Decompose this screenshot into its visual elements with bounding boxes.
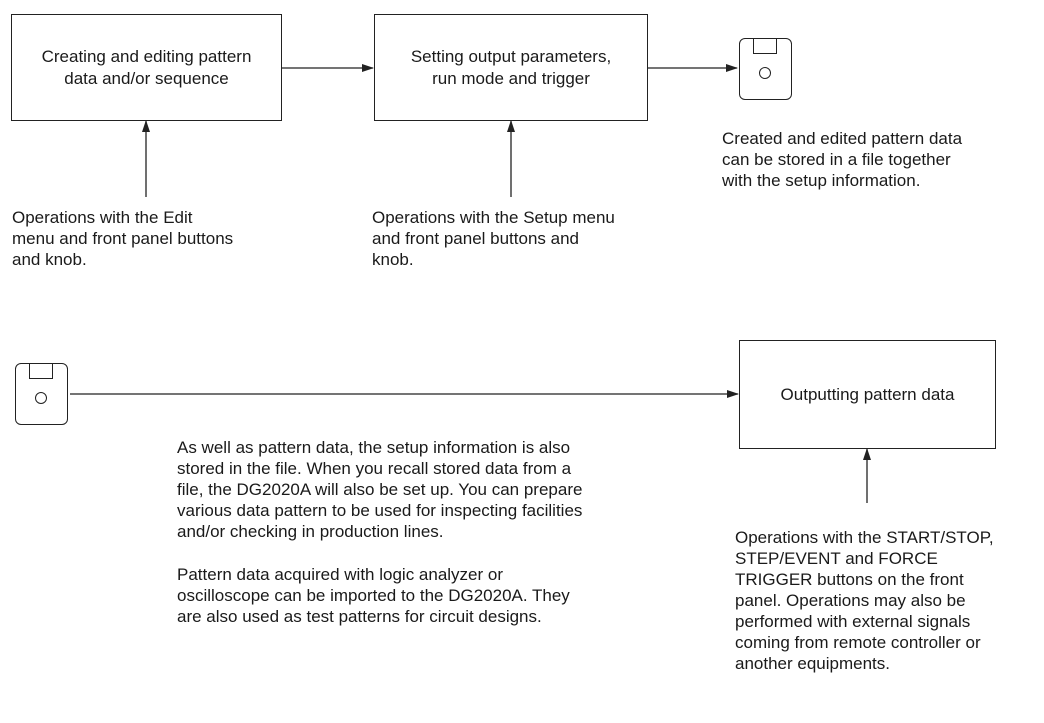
floppy-disk-icon [739, 37, 792, 100]
disk-hub [759, 67, 771, 79]
trigger-ops-note: Operations with the START/STOP, STEP/EVE… [735, 528, 994, 673]
store-file-note: Created and edited pattern data can be s… [722, 129, 963, 190]
setup-ops-note: Operations with the Setup menu and front… [372, 208, 615, 269]
output-box: Outputting pattern data [739, 340, 996, 449]
edit-ops-note: Operations with the Edit menu and front … [12, 208, 234, 269]
create-edit-label: Creating and editing pattern data and/or… [41, 46, 252, 88]
disk-shutter [753, 37, 777, 54]
floppy-disk-icon [15, 362, 68, 425]
import-note: Pattern data acquired with logic analyze… [177, 565, 570, 626]
recall-file-note: As well as pattern data, the setup infor… [177, 438, 583, 541]
disk-hub [35, 392, 47, 404]
create-edit-box: Creating and editing pattern data and/or… [11, 14, 282, 121]
setup-label: Setting output parameters, run mode and … [410, 46, 612, 88]
output-label: Outputting pattern data [780, 384, 955, 404]
setup-box: Setting output parameters, run mode and … [374, 14, 648, 121]
disk-shutter [29, 362, 53, 379]
